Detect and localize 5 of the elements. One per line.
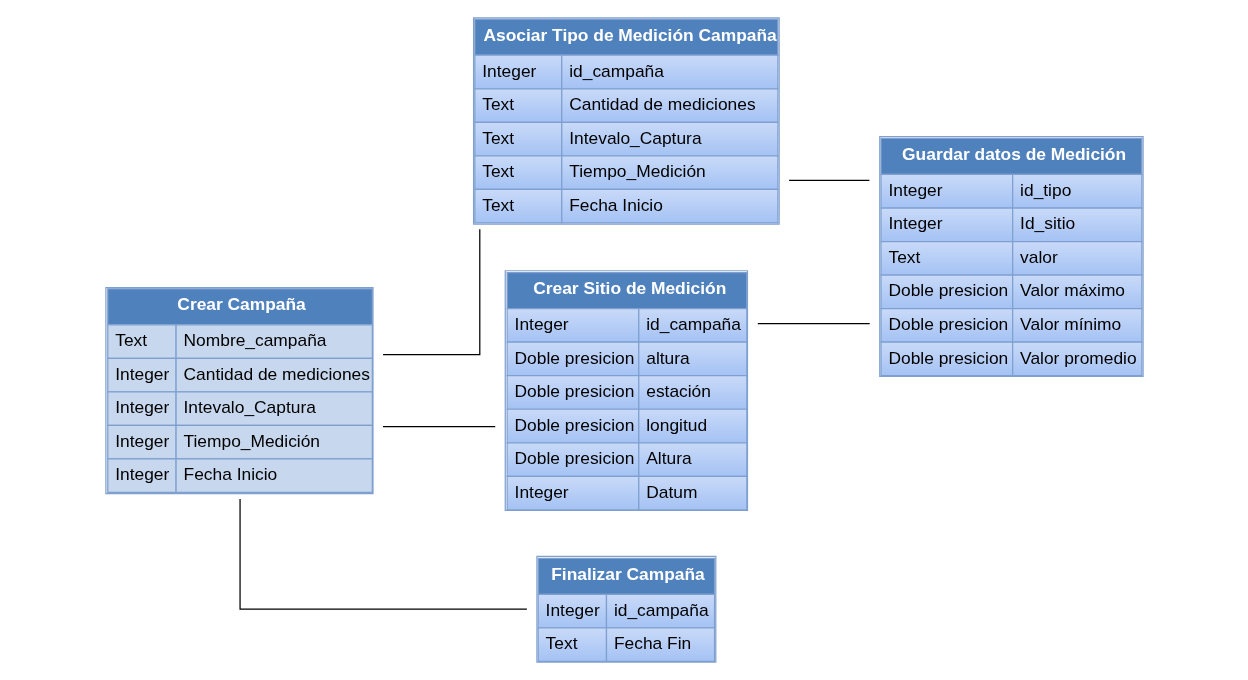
connector bbox=[756, 322, 870, 325]
connector bbox=[381, 228, 480, 356]
connector bbox=[788, 179, 870, 181]
connector bbox=[238, 498, 527, 610]
connector bbox=[381, 426, 496, 428]
